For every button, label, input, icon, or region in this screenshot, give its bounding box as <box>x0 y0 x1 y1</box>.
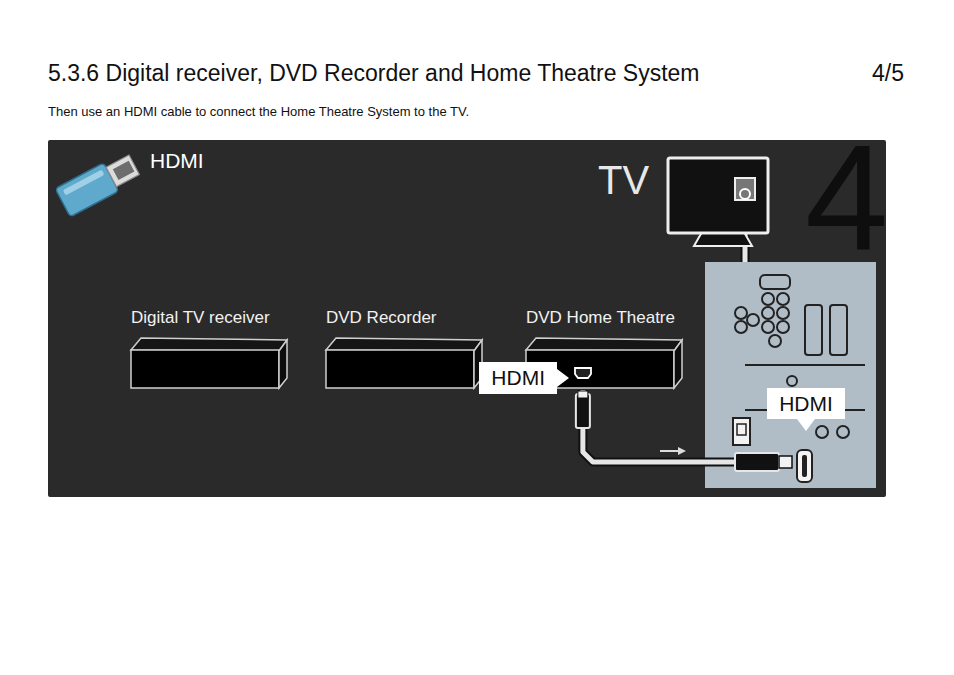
hdmi-plug-tip <box>779 456 792 468</box>
audio-jack <box>769 335 781 347</box>
hdmi-plug-body <box>576 394 590 428</box>
audio-jack <box>735 307 747 319</box>
component-slot <box>805 305 822 355</box>
divider-line <box>745 364 865 366</box>
tv-port-ring <box>740 189 750 199</box>
audio-jack <box>735 321 747 333</box>
callout-pointer-shape <box>797 419 815 431</box>
audio-jack <box>762 293 774 305</box>
device-drawing <box>131 338 289 390</box>
callout-pointer-shape <box>557 369 569 387</box>
audio-jack <box>837 426 849 438</box>
device-label: DVD Home Theatre <box>526 308 675 328</box>
device-box: Digital TV receiver <box>131 338 289 390</box>
cable-outline <box>705 458 737 467</box>
instruction-text: Then use an HDMI cable to connect the Ho… <box>48 104 469 120</box>
direction-arrow-head <box>678 447 686 455</box>
callout-pointer <box>557 369 569 387</box>
connector-panel-drawing <box>705 262 876 488</box>
device-box: DVD Recorder <box>326 338 484 390</box>
callout-text: HDMI <box>779 391 833 416</box>
page-title: 5.3.6 Digital receiver, DVD Recorder and… <box>48 60 700 88</box>
device-drawing <box>326 338 484 390</box>
hdmi-cable <box>583 390 705 462</box>
scart-slot <box>760 275 790 289</box>
step-number: 4 <box>805 122 888 272</box>
cable-outline <box>583 390 705 462</box>
device-label: Digital TV receiver <box>131 308 270 328</box>
audio-jack <box>777 293 789 305</box>
page-number: 4/5 <box>872 60 904 88</box>
device-label: DVD Recorder <box>326 308 437 328</box>
dark-panel <box>48 140 886 497</box>
callout-label: HDMI <box>767 388 845 419</box>
device-top <box>131 338 287 351</box>
antenna-jack <box>787 376 797 386</box>
callout-label: HDMI <box>479 362 557 393</box>
device-top <box>326 338 482 351</box>
tv-screen-back <box>668 158 768 233</box>
tv-label: TV <box>598 160 649 200</box>
hdmi-plug-icon <box>55 151 142 217</box>
hdmi-port <box>575 368 591 378</box>
hdmi-plug <box>735 453 779 471</box>
audio-jack <box>816 426 828 438</box>
hdmi-socket <box>797 450 812 482</box>
tv-icon <box>668 158 768 270</box>
audio-jack <box>747 314 759 326</box>
device-side <box>279 340 287 388</box>
tv-port <box>735 178 755 200</box>
audio-jack <box>777 307 789 319</box>
hdmi-socket-slot <box>802 455 807 477</box>
hdmi-plug-tip <box>578 391 588 398</box>
tv-connector-panel: TVHDMI <box>705 262 876 488</box>
device-front <box>326 350 474 388</box>
audio-jack <box>762 321 774 333</box>
callout-text: HDMI <box>491 365 545 390</box>
component-slot <box>830 305 847 355</box>
direction-arrow-shaft <box>660 450 678 452</box>
device-top <box>526 338 682 351</box>
device-front <box>131 350 279 388</box>
plug-tip <box>106 155 139 187</box>
network-port <box>733 418 750 445</box>
device-side <box>674 340 682 388</box>
audio-jack <box>762 307 774 319</box>
plug-tip-slot <box>113 161 135 180</box>
hdmi-plug <box>576 391 590 428</box>
plug-highlight <box>63 170 105 196</box>
network-port-inner <box>737 424 746 435</box>
callout-pointer <box>797 419 815 431</box>
audio-jack <box>777 321 789 333</box>
cable <box>705 460 737 465</box>
icon-label: HDMI <box>150 148 204 173</box>
direction-arrow <box>660 447 686 455</box>
